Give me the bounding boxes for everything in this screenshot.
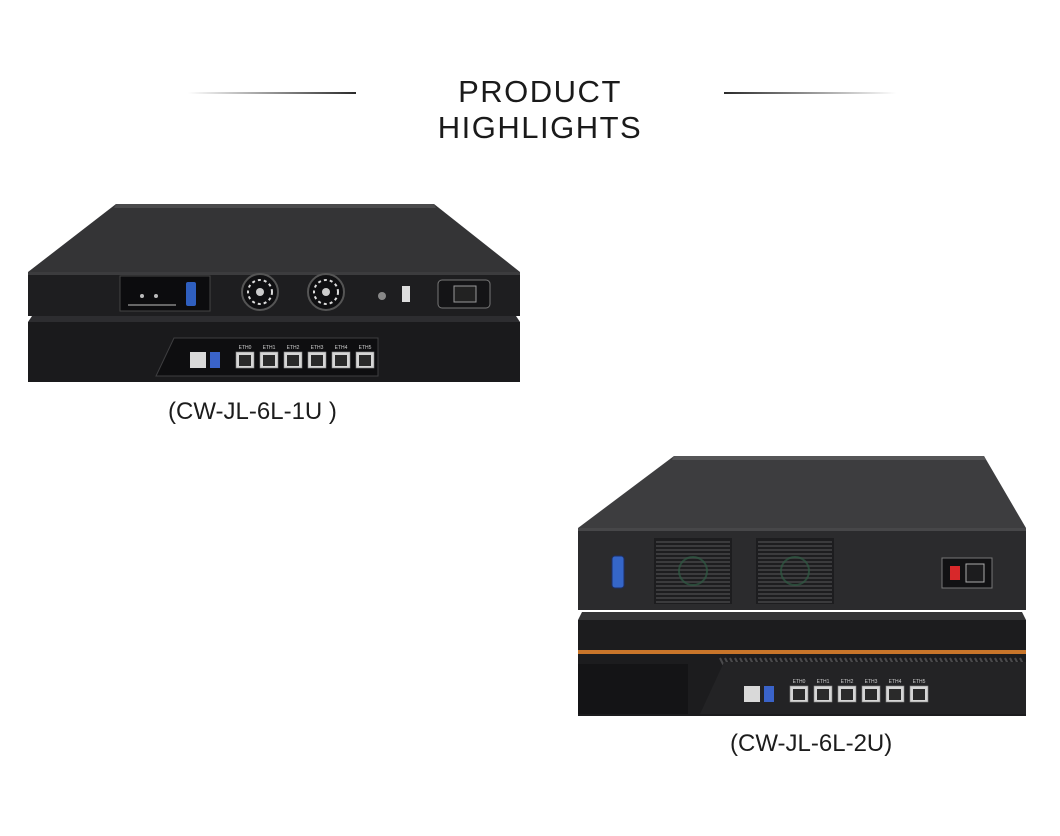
u2-port-label: ETH1 bbox=[817, 679, 830, 685]
u2-port-label: ETH0 bbox=[793, 679, 806, 685]
u1-usb-port bbox=[210, 352, 220, 368]
u2-console-port bbox=[744, 686, 760, 702]
power-inlet-icon bbox=[941, 557, 993, 589]
power-switch bbox=[402, 286, 410, 302]
fan-grille-left bbox=[654, 538, 732, 604]
u1-port-label: ETH0 bbox=[239, 345, 252, 351]
product-image-2u: ETH0 ETH1 ETH2 ETH3 ETH4 ETH5 bbox=[578, 456, 1026, 716]
accent-stripe bbox=[578, 650, 1026, 654]
vga-port bbox=[611, 555, 625, 589]
chassis-top-panel bbox=[28, 204, 520, 272]
u2-usb-port bbox=[764, 686, 774, 702]
heading-right-rule bbox=[724, 92, 896, 94]
power-switch bbox=[950, 566, 960, 580]
product-caption-1u: (CW-JL-6L-1U ) bbox=[168, 398, 337, 425]
u1-port-label: ETH2 bbox=[287, 345, 300, 351]
u1-port-label: ETH3 bbox=[311, 345, 324, 351]
ethernet-ports: ETH0 ETH1 ETH2 ETH3 ETH4 ETH5 bbox=[190, 345, 375, 369]
u1-port-label: ETH4 bbox=[335, 345, 348, 351]
section-heading: PRODUCT HIGHLIGHTS bbox=[0, 72, 1060, 145]
u1-console-port bbox=[190, 352, 206, 368]
power-inlet-icon bbox=[437, 279, 491, 309]
u2-port-label: ETH3 bbox=[865, 679, 878, 685]
heading-left-rule bbox=[188, 92, 356, 94]
page-title: PRODUCT HIGHLIGHTS bbox=[437, 74, 643, 145]
u2-port-label: ETH2 bbox=[841, 679, 854, 685]
u1-port-label: ETH5 bbox=[359, 345, 372, 351]
product-caption-2u: (CW-JL-6L-2U) bbox=[730, 730, 893, 757]
u1-port-label: ETH1 bbox=[263, 345, 276, 351]
u2-port-label: ETH5 bbox=[913, 679, 926, 685]
chassis-top-panel bbox=[578, 456, 1026, 528]
fan-right-icon bbox=[307, 273, 345, 311]
product-image-1u: ETH0 ETH1 ETH2 ETH3 ETH4 ETH5 bbox=[28, 204, 520, 382]
fan-grille-right bbox=[756, 538, 834, 604]
u2-port-label: ETH4 bbox=[889, 679, 902, 685]
ethernet-ports: ETH0 ETH1 ETH2 ETH3 ETH4 ETH5 bbox=[744, 679, 929, 703]
fan-left-icon bbox=[241, 273, 279, 311]
